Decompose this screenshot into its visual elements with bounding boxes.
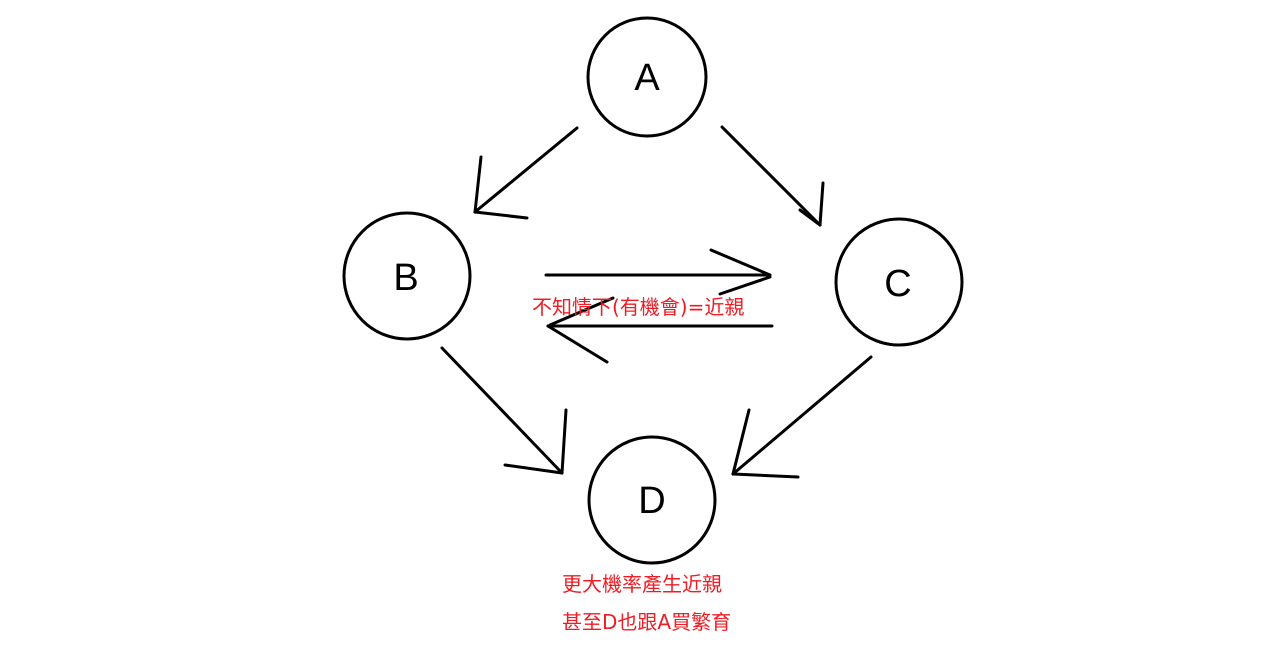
node-b xyxy=(342,211,472,341)
node-b-label: B xyxy=(393,257,418,299)
node-d-label: D xyxy=(638,480,665,522)
arrow-c-to-b xyxy=(546,296,774,364)
arrow-b-to-d xyxy=(440,346,568,475)
arrow-a-to-c xyxy=(720,125,825,227)
node-a-label: A xyxy=(634,57,660,99)
note-bottom-line1: 更大機率產生近親 xyxy=(562,572,722,596)
node-c-label: C xyxy=(884,263,911,305)
arrow-a-to-b xyxy=(473,126,579,220)
node-a xyxy=(586,16,708,138)
note-bottom-line2: 甚至D也跟A買繁育 xyxy=(562,610,732,634)
arrow-c-to-d xyxy=(731,355,873,479)
arrow-b-to-c xyxy=(544,248,772,296)
node-d xyxy=(587,435,717,565)
note-middle: 不知情下(有機會)=近親 xyxy=(532,295,745,319)
node-c xyxy=(834,217,964,347)
